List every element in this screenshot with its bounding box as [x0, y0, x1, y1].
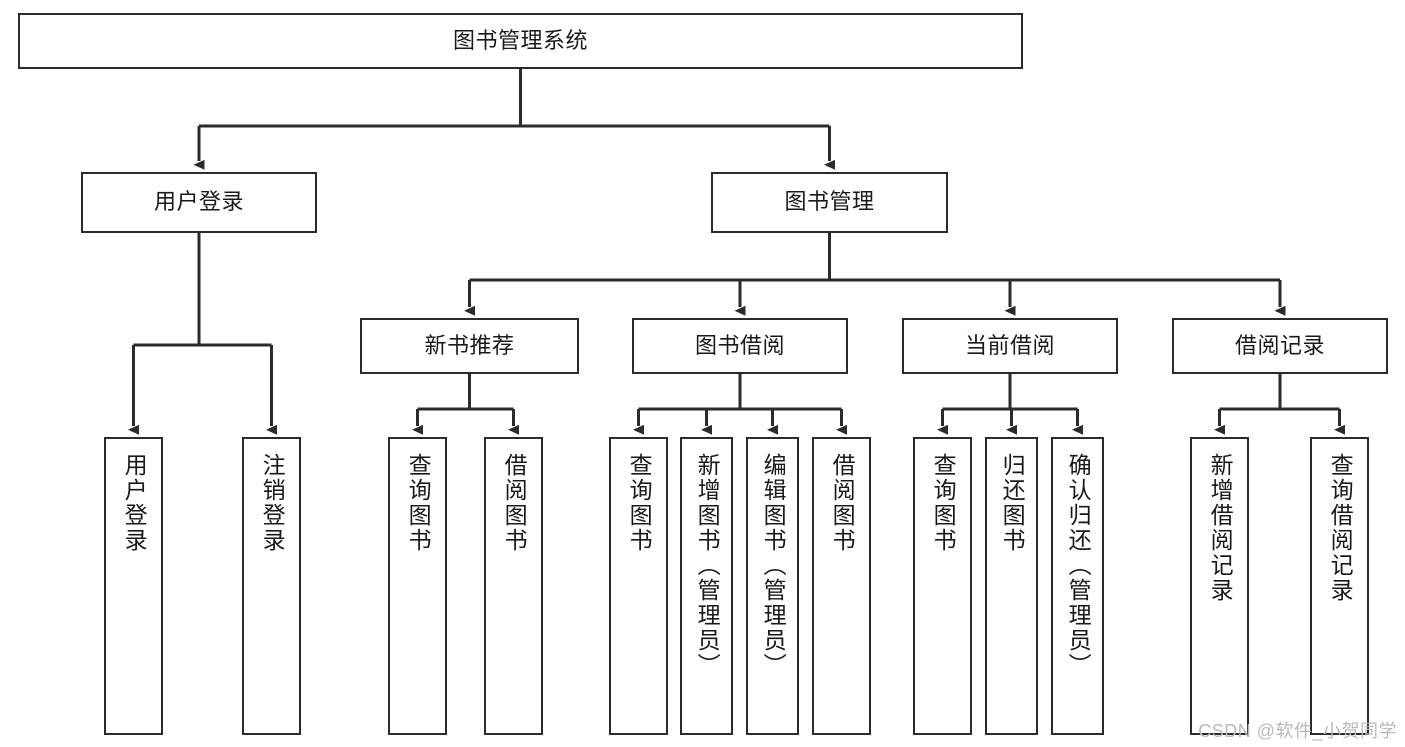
- node-label-borrow-record: 借阅记录: [1234, 332, 1325, 358]
- node-label-user-login: 用户登录: [153, 189, 244, 215]
- node-borrow-record[interactable]: 借阅记录: [1172, 318, 1388, 374]
- node-new-book-rec[interactable]: 新书推荐: [360, 318, 579, 374]
- node-leaf-rec-borrow[interactable]: 借阅图书: [484, 437, 543, 735]
- node-label-leaf-cur-query: 查询图书: [930, 453, 957, 553]
- node-label-leaf-rec-query: 查询图书: [405, 453, 432, 553]
- node-label-new-book-rec: 新书推荐: [424, 332, 515, 358]
- node-leaf-cur-confirm[interactable]: 确认归还（管理员）: [1051, 437, 1104, 735]
- node-leaf-cur-return[interactable]: 归还图书: [985, 437, 1038, 735]
- node-user-login[interactable]: 用户登录: [81, 172, 317, 233]
- node-label-leaf-borrow-query: 查询图书: [626, 453, 653, 553]
- node-leaf-cur-query[interactable]: 查询图书: [913, 437, 972, 735]
- node-label-leaf-book-edit: 编辑图书（管理员）: [760, 453, 787, 678]
- node-leaf-rec-add[interactable]: 新增借阅记录: [1190, 437, 1249, 735]
- node-leaf-user-login[interactable]: 用户登录: [104, 437, 163, 735]
- node-current-borrow[interactable]: 当前借阅: [902, 318, 1118, 374]
- node-label-root: 图书管理系统: [452, 27, 588, 53]
- node-leaf-borrow-query[interactable]: 查询图书: [609, 437, 668, 735]
- node-label-leaf-rec-borrow: 借阅图书: [501, 453, 528, 553]
- node-leaf-book-lend[interactable]: 借阅图书: [812, 437, 871, 735]
- node-label-leaf-rec-add: 新增借阅记录: [1207, 453, 1234, 603]
- node-label-leaf-cur-return: 归还图书: [999, 453, 1026, 553]
- node-label-leaf-cur-confirm: 确认归还（管理员）: [1065, 453, 1092, 678]
- node-leaf-book-edit[interactable]: 编辑图书（管理员）: [746, 437, 799, 735]
- node-leaf-rec-search[interactable]: 查询借阅记录: [1310, 437, 1369, 735]
- node-label-leaf-book-add: 新增图书（管理员）: [694, 453, 721, 678]
- node-book-borrow[interactable]: 图书借阅: [632, 318, 848, 374]
- node-leaf-rec-query[interactable]: 查询图书: [388, 437, 447, 735]
- node-label-leaf-user-logout: 注销登录: [259, 453, 286, 553]
- node-book-manage[interactable]: 图书管理: [711, 172, 948, 233]
- node-label-current-borrow: 当前借阅: [964, 332, 1055, 358]
- node-root[interactable]: 图书管理系统: [18, 13, 1023, 69]
- node-leaf-user-logout[interactable]: 注销登录: [242, 437, 301, 735]
- node-leaf-book-add[interactable]: 新增图书（管理员）: [680, 437, 733, 735]
- node-label-leaf-user-login: 用户登录: [121, 453, 148, 553]
- node-label-leaf-rec-search: 查询借阅记录: [1327, 453, 1354, 603]
- node-label-book-manage: 图书管理: [784, 189, 875, 215]
- node-label-book-borrow: 图书借阅: [694, 332, 785, 358]
- csdn-watermark: CSDN @软件_小贺同学: [1198, 721, 1397, 741]
- node-label-leaf-book-lend: 借阅图书: [829, 453, 856, 553]
